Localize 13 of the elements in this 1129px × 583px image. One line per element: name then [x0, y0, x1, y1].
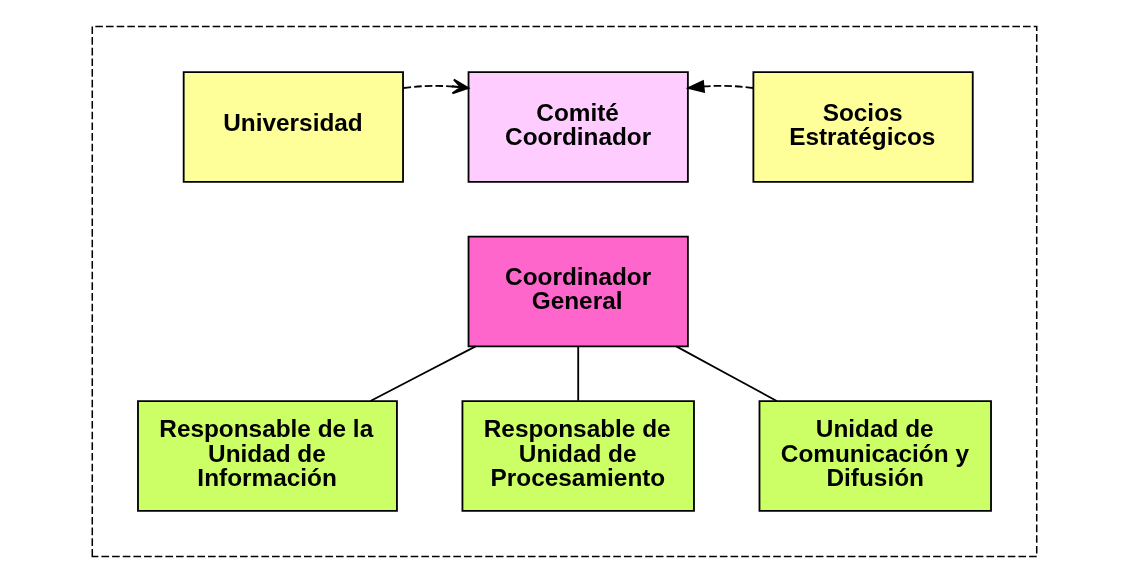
- node-box: Socios Estratégicos: [752, 71, 974, 183]
- connector: [675, 345, 778, 402]
- connector: [577, 345, 580, 402]
- arrow: [685, 79, 755, 93]
- node-box: Responsable de la Unidad de Información: [137, 400, 398, 512]
- node-box: Coordinador General: [467, 235, 689, 348]
- node-box: Comité Coordinador: [467, 71, 689, 183]
- connector: [369, 345, 477, 402]
- node-box: Responsable de Unidad de Procesamiento: [461, 400, 695, 512]
- cluster: [91, 25, 1038, 558]
- node-box: Unidad de Comunicación y Difusión: [758, 400, 992, 512]
- node-box: Universidad: [182, 71, 404, 183]
- arrow: [402, 78, 470, 95]
